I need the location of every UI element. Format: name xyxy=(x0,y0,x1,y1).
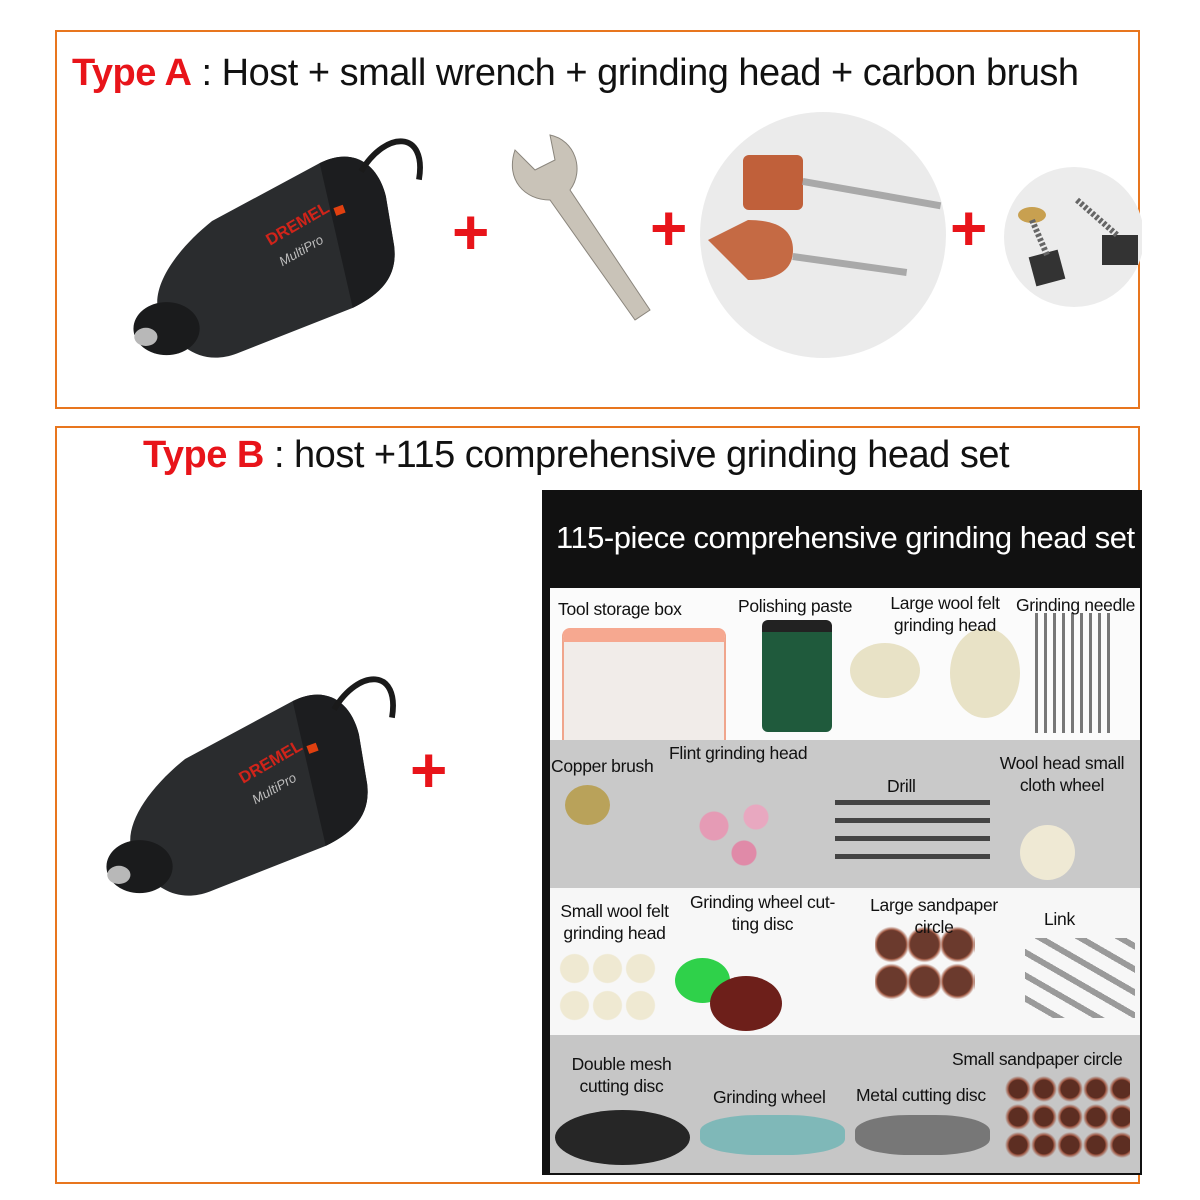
wrench-image xyxy=(511,134,651,321)
polishing-paste-image xyxy=(762,620,832,732)
plus-icon: + xyxy=(950,192,988,264)
item-label: Tool storage box xyxy=(558,599,682,619)
item-label: Wool head small cloth wheel xyxy=(999,753,1125,795)
item-label: Double mesh cutting disc xyxy=(571,1054,672,1096)
set-row xyxy=(550,588,1140,749)
metal-disc-image xyxy=(855,1115,990,1155)
mandrels-image xyxy=(1025,938,1135,1018)
item-label: Metal cutting disc xyxy=(856,1085,986,1105)
panel-title: 115-piece comprehensive grinding head se… xyxy=(556,520,1135,555)
item-label: Flint grinding head xyxy=(669,743,808,763)
grinding-set-panel: 115-piece comprehensive grinding head se… xyxy=(542,490,1142,1175)
grinding-needles-image xyxy=(1035,613,1115,733)
item-label: Grinding needle xyxy=(1016,595,1136,615)
item-label: Grinding wheel xyxy=(713,1087,826,1107)
item-label: Link xyxy=(1044,909,1075,929)
storage-box-image xyxy=(562,628,726,749)
item-label: Polishing paste xyxy=(738,596,853,616)
type-a-description: : Host + small wrench + grinding head + … xyxy=(201,52,1080,94)
sandpaper-drums-image xyxy=(875,926,975,1001)
set-row xyxy=(550,888,1140,1035)
grinding-head-image xyxy=(700,112,946,358)
item-label: Large sandpaper circle xyxy=(870,895,998,937)
type-b-description: : host +115 comprehensive grinding head … xyxy=(273,434,1010,476)
rotary-tool-image: DREMEL MultiPro xyxy=(68,668,418,908)
type-b-label: Type B xyxy=(143,434,264,476)
cloth-wheel-image xyxy=(1020,825,1075,880)
type-a-headline: Type A : Host + small wrench + grinding … xyxy=(72,52,1079,95)
flint-heads-image xyxy=(690,790,810,880)
grinding-wheel-image xyxy=(700,1115,845,1155)
plus-icon: + xyxy=(410,734,448,806)
carbon-brush-image xyxy=(1004,167,1142,307)
type-a-label: Type A xyxy=(72,52,192,94)
item-label: Large wool felt grinding head xyxy=(890,593,1000,635)
copper-brush-image xyxy=(565,785,610,825)
felt-head-image xyxy=(950,628,1020,718)
mesh-disc-image xyxy=(555,1110,690,1165)
type-b-headline: Type B : host +115 comprehensive grindin… xyxy=(143,434,1010,477)
felt-head-image xyxy=(850,643,920,698)
item-label: Small sandpaper circle xyxy=(952,1049,1123,1069)
item-label: Small wool felt grinding head xyxy=(560,901,669,943)
set-row xyxy=(550,740,1140,888)
rotary-tool-image: DREMEL MultiPro xyxy=(95,130,445,370)
plus-icon: + xyxy=(650,192,688,264)
cutting-disc-image xyxy=(710,976,782,1031)
plus-icon: + xyxy=(452,196,490,268)
set-row xyxy=(550,1035,1140,1173)
small-felt-image xyxy=(558,950,658,1025)
item-label: Grinding wheel cut-ting disc xyxy=(689,892,836,934)
small-sandpaper-image xyxy=(1005,1075,1130,1160)
item-label: Copper brush xyxy=(551,756,654,776)
item-label: Drill xyxy=(887,776,916,796)
drill-bits-image xyxy=(835,800,990,870)
